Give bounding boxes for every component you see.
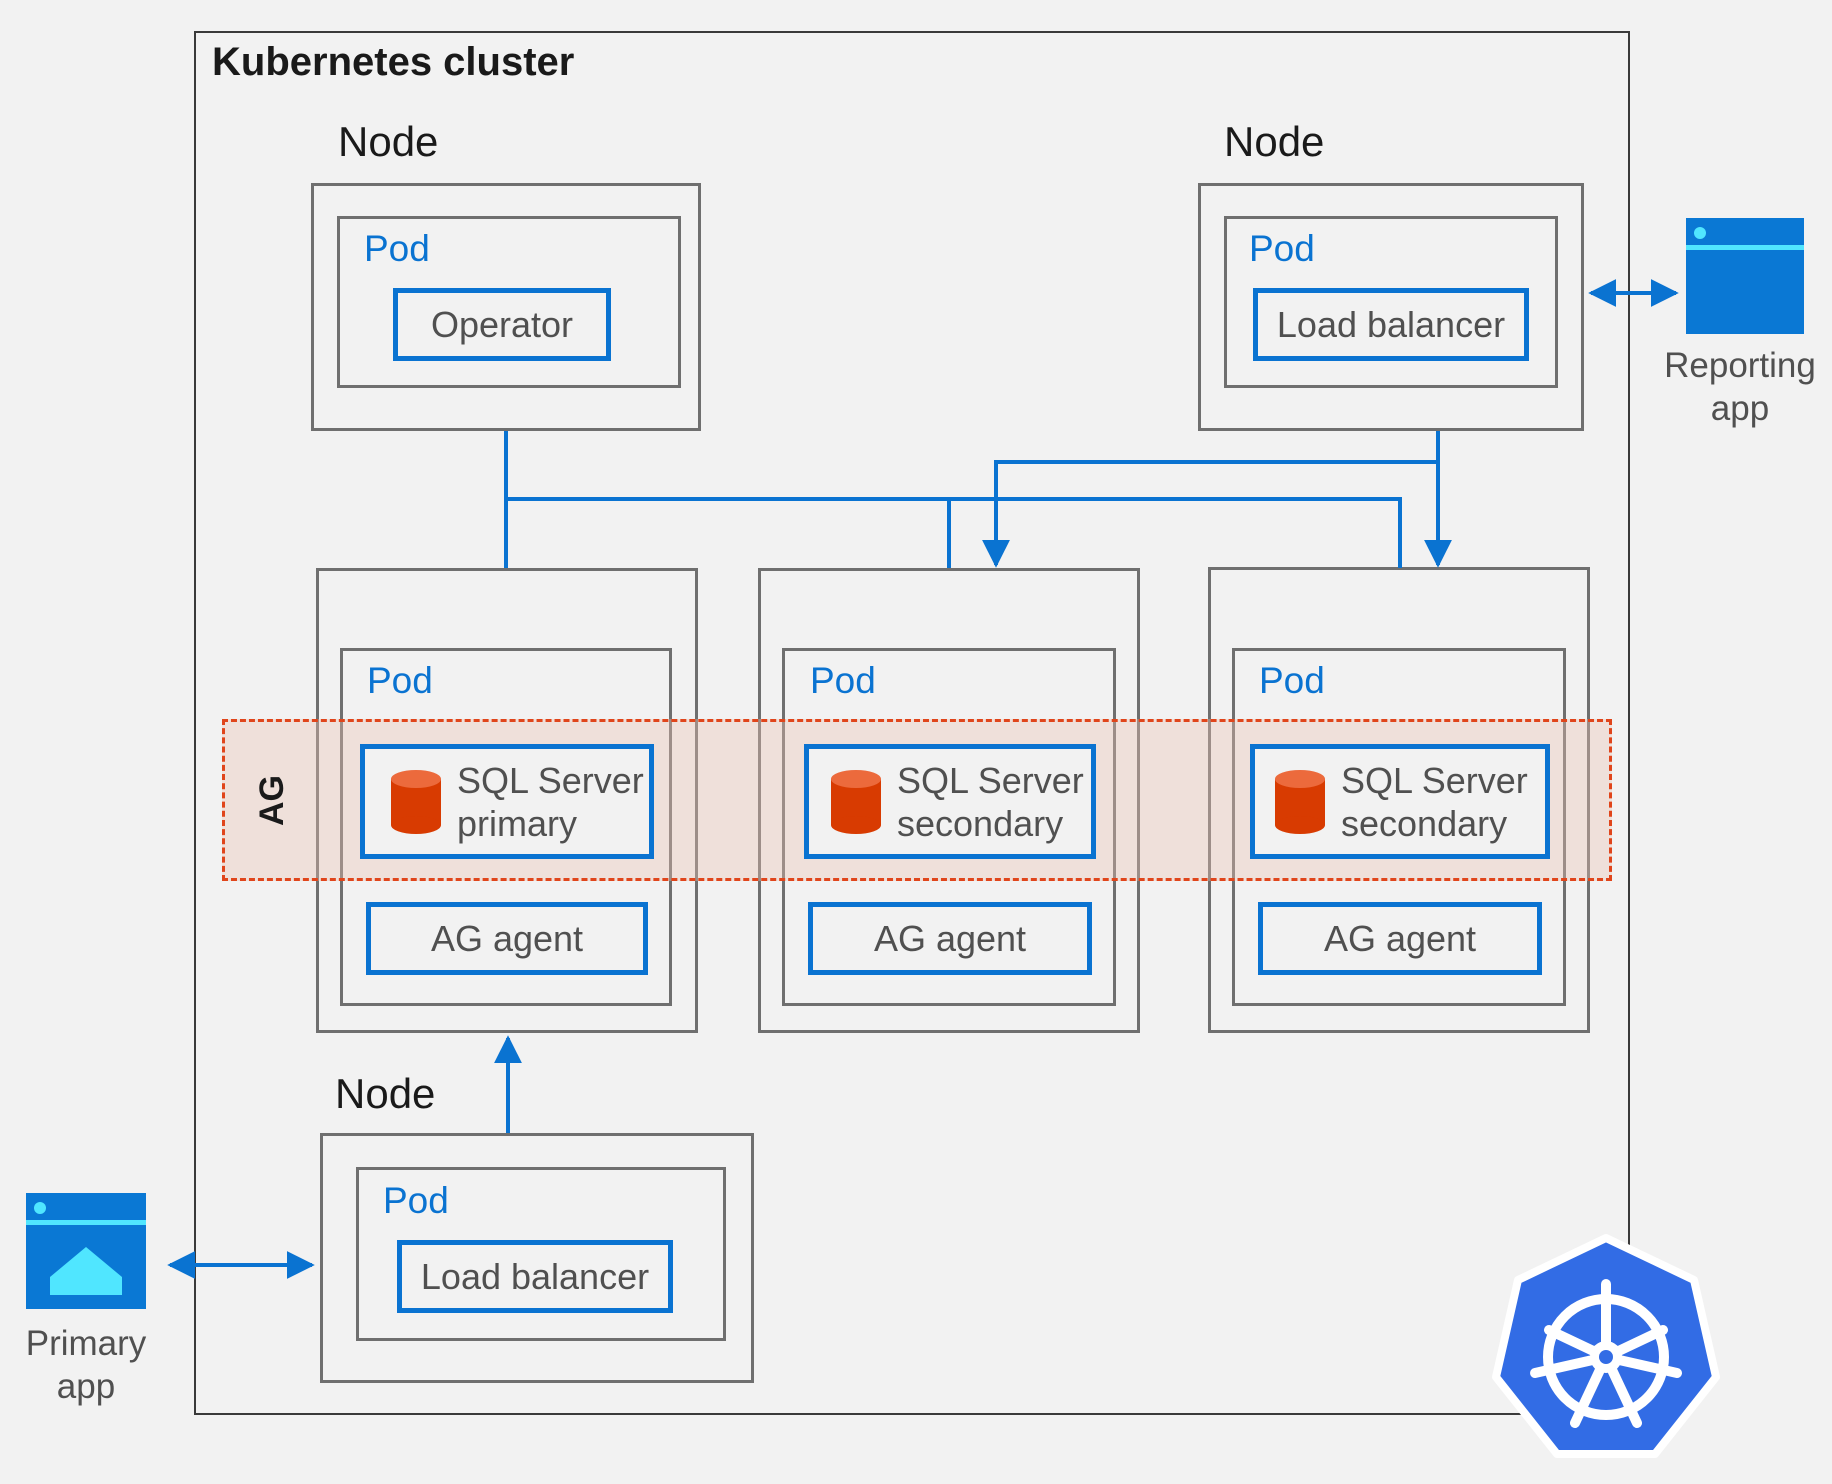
sql-primary-line2: primary (457, 802, 578, 844)
primary-app-line2: app (56, 1367, 116, 1406)
cluster-title: Kubernetes cluster (212, 40, 575, 84)
pod-operator (337, 216, 681, 388)
reporting-app-line1: Reporting (1664, 346, 1816, 385)
pod-label-sql-secondary-1: Pod (810, 660, 876, 701)
pod-load-balancer-top (1224, 216, 1558, 388)
pod-sql-secondary-2 (1232, 648, 1566, 1006)
sql-server-secondary-1-box[interactable]: SQL Server secondary (804, 744, 1096, 859)
pod-load-balancer-bottom (356, 1167, 726, 1341)
load-balancer-top-box[interactable]: Load balancer (1253, 288, 1529, 361)
pod-label-load-balancer-bottom: Pod (383, 1180, 449, 1221)
primary-app-line1: Primary (25, 1324, 147, 1363)
ag-agent-1-box[interactable]: AG agent (366, 902, 648, 975)
node-label-load-balancer-top: Node (1224, 118, 1325, 165)
pod-sql-secondary-1 (782, 648, 1116, 1006)
database-icon (829, 769, 883, 835)
database-icon (389, 769, 443, 835)
pod-sql-primary (340, 648, 672, 1006)
operator-box[interactable]: Operator (393, 288, 611, 361)
pod-label-sql-primary: Pod (367, 660, 433, 701)
pod-label-operator: Pod (364, 228, 430, 269)
node-label-load-balancer-bottom: Node (335, 1070, 436, 1117)
sql-secondary-1-line1: SQL Server (897, 759, 1084, 801)
reporting-app-line2: app (1710, 389, 1770, 428)
load-balancer-bottom-box[interactable]: Load balancer (397, 1240, 673, 1313)
primary-app-label: Primary app (6, 1322, 166, 1408)
reporting-app-label: Reporting app (1655, 344, 1825, 430)
sql-server-primary-box[interactable]: SQL Server primary (360, 744, 654, 859)
ag-agent-2-box[interactable]: AG agent (808, 902, 1092, 975)
node-label-operator: Node (338, 118, 439, 165)
sql-secondary-2-line2: secondary (1341, 802, 1508, 844)
sql-server-secondary-2-box[interactable]: SQL Server secondary (1250, 744, 1550, 859)
pod-label-load-balancer-top: Pod (1249, 228, 1315, 269)
app-window-icon[interactable] (1686, 218, 1804, 334)
pod-label-sql-secondary-2: Pod (1259, 660, 1325, 701)
database-icon (1273, 769, 1327, 835)
app-home-icon[interactable] (26, 1193, 146, 1309)
ag-agent-3-box[interactable]: AG agent (1258, 902, 1542, 975)
kubernetes-logo-icon (1486, 1232, 1726, 1472)
sql-secondary-2-line1: SQL Server (1341, 759, 1528, 801)
sql-secondary-1-line2: secondary (897, 802, 1064, 844)
sql-primary-line1: SQL Server (457, 759, 644, 801)
node-load-balancer-bottom (320, 1133, 754, 1383)
lb-to-secondary-1 (982, 431, 1440, 568)
operator-bus (506, 497, 1402, 568)
